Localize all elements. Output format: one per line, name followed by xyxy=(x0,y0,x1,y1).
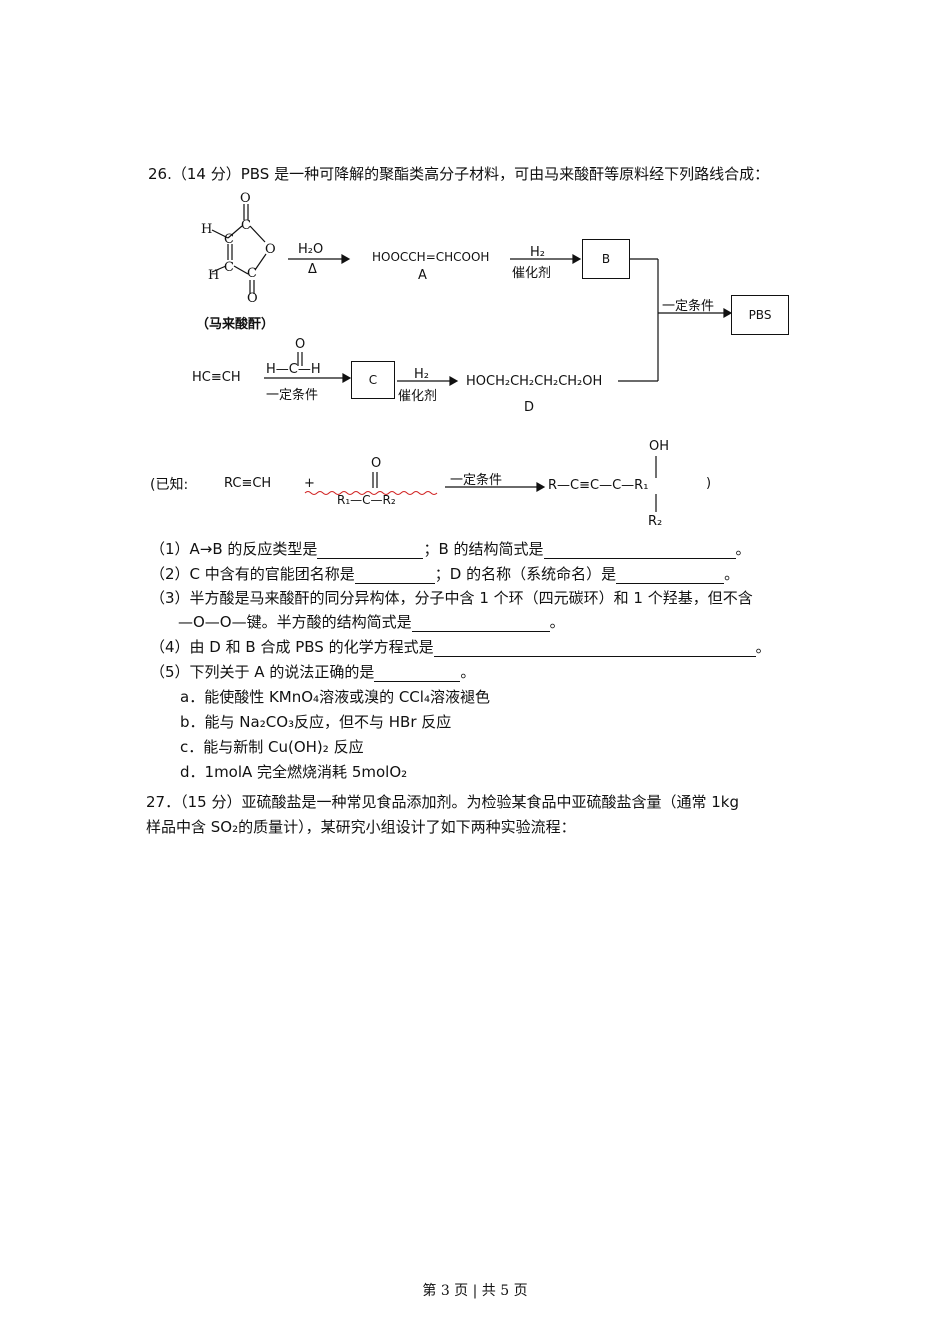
known-ketone: R₁—C—R₂ xyxy=(337,493,396,507)
acetylene: HC≡CH xyxy=(192,370,241,385)
box-c: C xyxy=(351,361,395,399)
q27-line1: 27．（15 分）亚硫酸盐是一种常见食品添加剂。为检验某食品中亚硫酸盐含量（通常… xyxy=(146,793,739,811)
d-label: D xyxy=(524,400,535,415)
known-label: (已知: xyxy=(150,477,189,493)
known-ketone-o: O xyxy=(371,456,382,471)
ring-o: O xyxy=(265,242,276,257)
catalyst-bottom: 催化剂 xyxy=(398,389,438,404)
answer-blank[interactable] xyxy=(543,542,736,559)
ring-c1: C xyxy=(241,218,251,233)
q26-header: 26.（14 分）PBS 是一种可降解的聚酯类高分子材料，可由马来酸酐等原料经下… xyxy=(148,165,770,183)
ring-o-bottom: O xyxy=(247,291,258,306)
ring-h-top: H xyxy=(201,222,213,237)
box-pbs: PBS xyxy=(731,295,789,335)
answer-blank[interactable] xyxy=(433,640,756,657)
known-product-r2: R₂ xyxy=(648,514,663,529)
known-close: ) xyxy=(706,476,712,491)
answer-blank[interactable] xyxy=(616,567,725,584)
a-label: A xyxy=(418,268,427,283)
h2-bottom: H₂ xyxy=(414,367,429,382)
a-formula: HOOCCH=CHCOOH xyxy=(372,250,490,264)
catalyst-top: 催化剂 xyxy=(512,266,552,281)
option-d: d．1molA 完全燃烧消耗 5molO₂ xyxy=(180,763,408,781)
known-plus: + xyxy=(304,476,315,491)
answer-blank[interactable] xyxy=(374,665,461,682)
known-product-oh: OH xyxy=(649,439,670,454)
ring-c2: C xyxy=(224,232,234,247)
question-5: （5）下列关于 A 的说法正确的是。 xyxy=(150,663,476,682)
known-reactant1: RC≡CH xyxy=(224,476,272,491)
question-1: （1）A→B 的反应类型是；B 的结构简式是。 xyxy=(150,540,751,559)
d-formula: HOCH₂CH₂CH₂CH₂OH xyxy=(466,374,603,389)
q27-line2: 样品中含 SO₂的质量计），某研究小组设计了如下两种实验流程： xyxy=(146,818,576,836)
h2-top: H₂ xyxy=(530,245,545,260)
formaldehyde-o: O xyxy=(295,337,306,352)
formaldehyde: H—C—H xyxy=(266,362,321,377)
maleic-anhydride-label: （马来酸酐） xyxy=(196,317,275,332)
heat-label: Δ xyxy=(308,262,317,277)
ring-o-top: O xyxy=(240,191,251,206)
question-2: （2）C 中含有的官能团名称是；D 的名称（系统命名）是。 xyxy=(150,565,740,584)
answer-blank[interactable] xyxy=(317,542,424,559)
box-b: B xyxy=(582,239,630,279)
ring-c3: C xyxy=(224,260,234,275)
ring-c4: C xyxy=(247,266,257,281)
condition-bottom: 一定条件 xyxy=(266,388,319,403)
option-a: a．能使酸性 KMnO₄溶液或溴的 CCl₄溶液褪色 xyxy=(180,688,490,706)
question-3: （3）半方酸是马来酸酐的同分异构体，分子中含 1 个环（四元碳环）和 1 个羟基… xyxy=(150,589,753,607)
question-4: （4）由 D 和 B 合成 PBS 的化学方程式是。 xyxy=(150,638,771,657)
condition-right: 一定条件 xyxy=(662,299,715,314)
option-c: c．能与新制 Cu(OH)₂ 反应 xyxy=(180,738,364,756)
option-b: b．能与 Na₂CO₃反应，但不与 HBr 反应 xyxy=(180,713,452,731)
answer-blank[interactable] xyxy=(354,567,435,584)
ring-h-bottom: H xyxy=(208,268,220,283)
question-3-line2: —O—O—键。半方酸的结构简式是。 xyxy=(178,613,565,632)
known-product: R—C≡C—C—R₁ xyxy=(548,478,649,493)
answer-blank[interactable] xyxy=(411,615,550,632)
known-condition: 一定条件 xyxy=(450,473,503,488)
h2o-label: H₂O xyxy=(298,242,324,257)
scheme-lines xyxy=(211,204,733,512)
page-footer: 第 3 页 | 共 5 页 xyxy=(422,1283,528,1299)
